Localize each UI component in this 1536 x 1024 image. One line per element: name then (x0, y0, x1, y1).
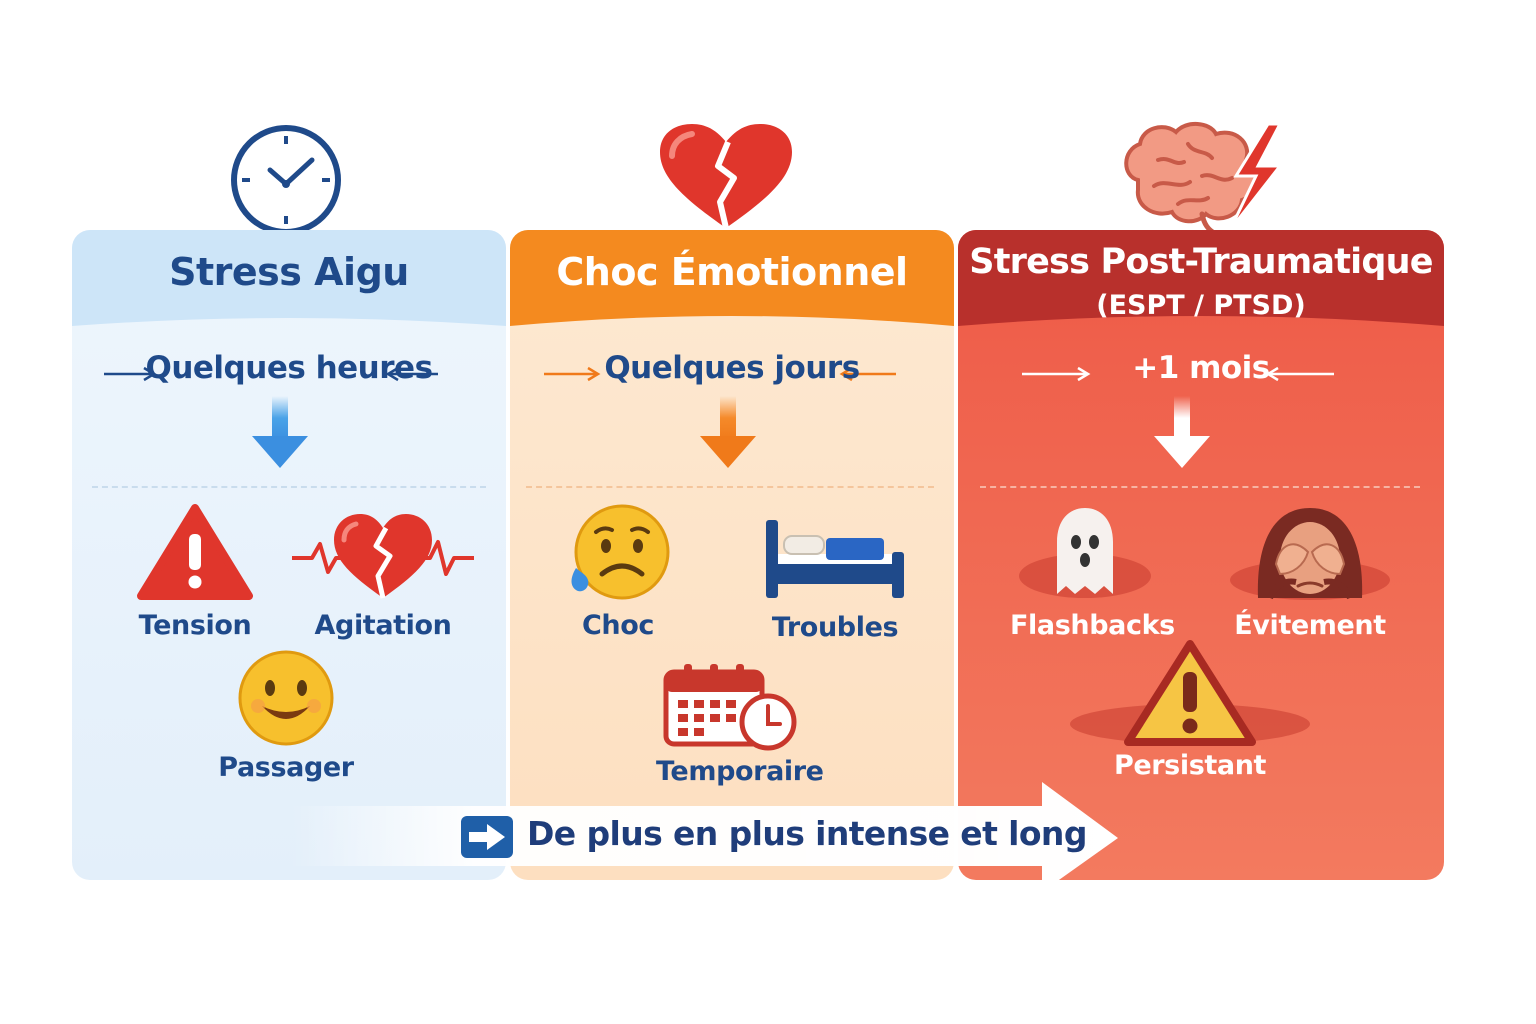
symptom-tension: Tension (130, 502, 260, 641)
clock-icon (231, 125, 341, 235)
separator (92, 486, 486, 488)
separator (980, 486, 1420, 488)
symptom-temporaire: Temporaire (656, 662, 824, 787)
duration-arrows (104, 366, 438, 382)
brain-lightning-icon (1124, 122, 1284, 237)
duration-arrows (1022, 366, 1334, 382)
separator (526, 486, 934, 488)
stage-title: Stress Post-Traumatique (969, 242, 1433, 282)
symptom-evitement: Évitement (1220, 502, 1400, 641)
stage-panel-emotional-shock: Choc Émotionnel Quelques jours Choc (510, 230, 954, 880)
stage-header: Stress Aigu (72, 230, 506, 328)
stage-title: Stress Aigu (169, 250, 409, 294)
progression-arrow (290, 782, 1118, 892)
down-arrow-icon (1154, 396, 1210, 468)
symptom-passager: Passager (216, 650, 356, 783)
symptom-flashbacks: Flashbacks (1010, 502, 1175, 641)
warning-icon (137, 504, 253, 600)
duration-arrows (544, 366, 896, 382)
covering-eyes-icon (1230, 508, 1390, 600)
down-arrow-icon (252, 396, 308, 468)
stage-title: Choc Émotionnel (556, 250, 908, 294)
stage-panel-acute-stress: Stress Aigu Quelques heures Tension Agit… (72, 230, 506, 880)
calendar-clock-icon (663, 664, 797, 751)
broken-heart-icon (660, 124, 792, 229)
stage-duration: +1 mois (1132, 350, 1270, 386)
stage-duration: Quelques jours (604, 350, 860, 386)
stage-panel-ptsd: Stress Post-Traumatique (ESPT / PTSD) +1… (958, 230, 1444, 880)
symptom-persistant: Persistant (1062, 638, 1318, 781)
stage-subtitle: (ESPT / PTSD) (1096, 290, 1306, 321)
ghost-icon (1019, 508, 1151, 598)
right-arrow-icon (461, 816, 513, 858)
stage-duration: Quelques heures (145, 350, 433, 386)
sad-face-icon (571, 504, 670, 600)
symptom-troubles: Troubles (754, 514, 916, 643)
smiling-face-icon (238, 650, 334, 746)
symptom-choc: Choc (558, 502, 678, 641)
broken-heart-pulse-icon (292, 514, 474, 599)
progression-label: De plus en plus intense et long (527, 814, 1087, 853)
warning-icon (1070, 640, 1310, 746)
down-arrow-icon (700, 396, 756, 468)
symptom-agitation: Agitation (290, 506, 476, 641)
stage-header: Stress Post-Traumatique (ESPT / PTSD) (958, 230, 1444, 328)
bed-icon (766, 520, 904, 598)
stage-header: Choc Émotionnel (510, 230, 954, 328)
